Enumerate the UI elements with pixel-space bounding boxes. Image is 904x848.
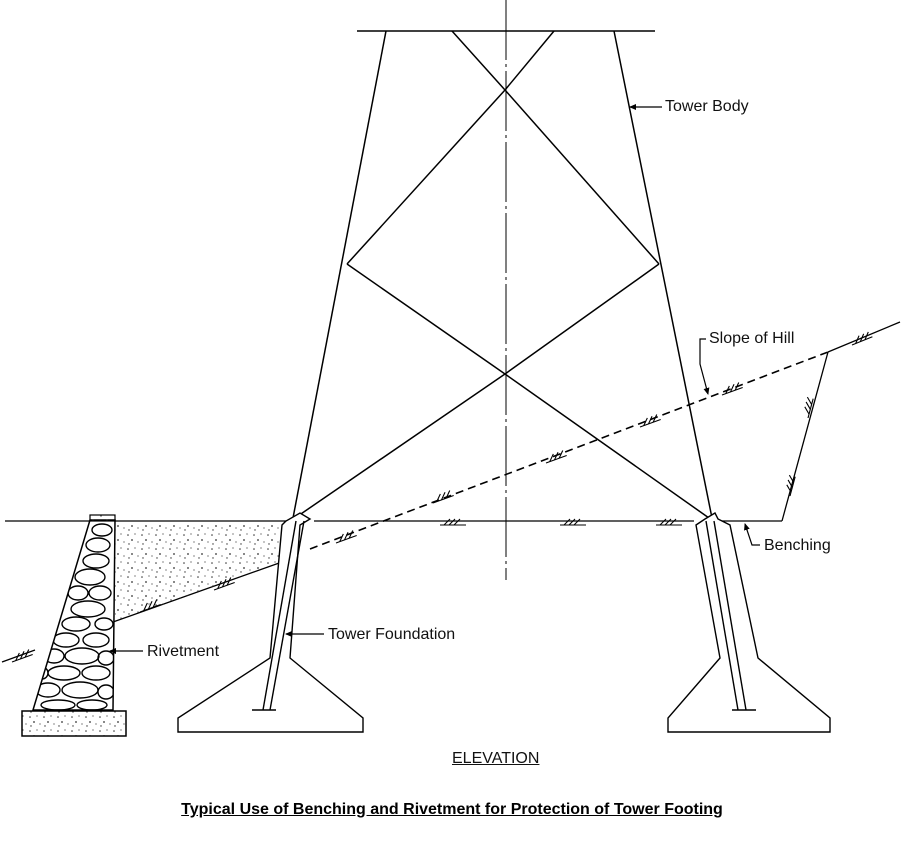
tower-foundation-label: Tower Foundation — [328, 626, 456, 643]
tower-body-label: Tower Body — [665, 98, 749, 115]
earth-hatch-symbols — [11, 331, 873, 663]
benching-label: Benching — [764, 537, 831, 554]
original-hill-slope — [309, 351, 829, 550]
rivetment-wall — [21, 514, 127, 737]
cut-slope — [781, 321, 901, 522]
slope-of-hill-label: Slope of Hill — [709, 330, 795, 347]
figure-caption: Typical Use of Benching and Rivetment fo… — [181, 801, 723, 818]
backfill-region — [115, 522, 283, 622]
slope-of-hill-leader — [699, 338, 710, 395]
right-tower-foundation — [667, 512, 831, 733]
rivetment-label: Rivetment — [147, 643, 220, 660]
tower-body — [292, 30, 713, 519]
left-tower-foundation — [177, 512, 364, 733]
benching-leader — [744, 523, 760, 546]
elevation-label: ELEVATION — [452, 750, 540, 767]
leader-lines — [109, 104, 760, 654]
